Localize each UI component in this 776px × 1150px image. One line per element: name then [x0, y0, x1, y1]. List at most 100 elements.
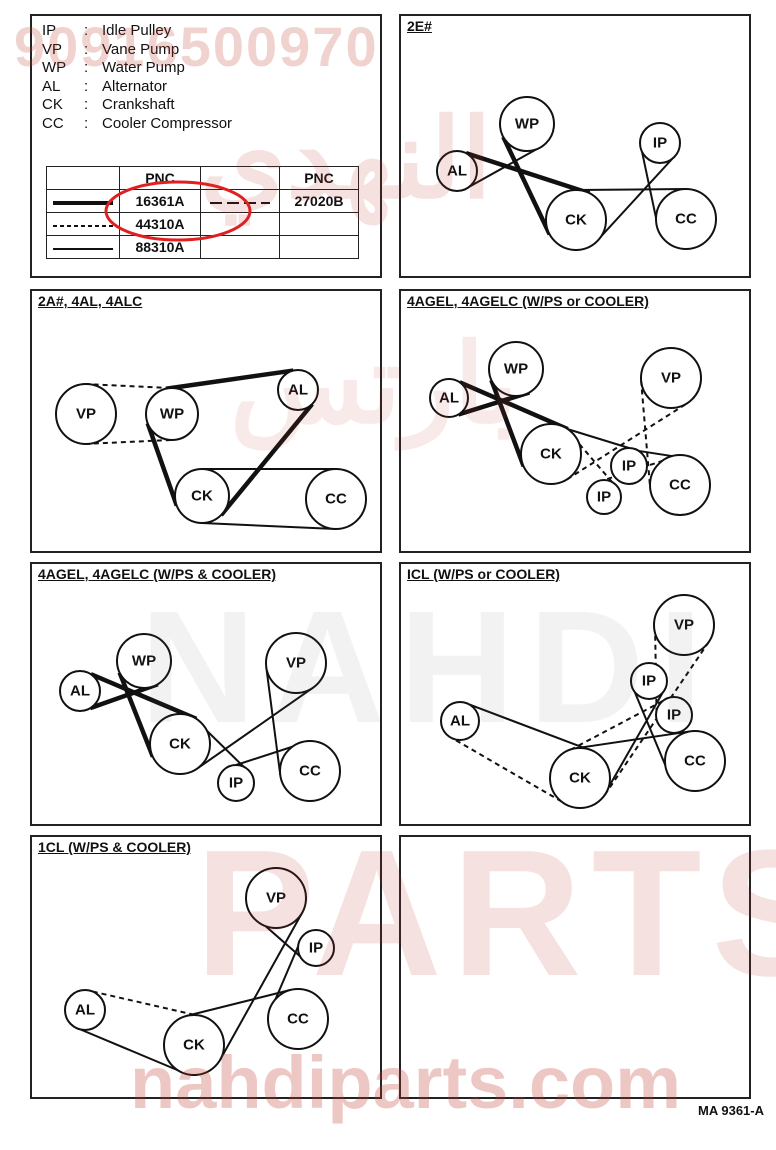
pulley-al: AL: [64, 989, 106, 1031]
svg-text:WP: WP: [504, 361, 528, 378]
pulley-ck: CK: [163, 1014, 225, 1076]
legend-code: AL: [42, 77, 61, 95]
svg-text:IP: IP: [653, 135, 667, 152]
belt-diagram: WP AL CK IP CC: [436, 96, 717, 251]
legend-separator: :: [84, 77, 89, 95]
svg-text:AL: AL: [450, 713, 470, 730]
belt-segment: [575, 730, 691, 750]
pulley-cc: CC: [664, 730, 726, 792]
panel-empty: [399, 835, 751, 1099]
belt-segment: [575, 188, 686, 192]
pulley-cc: CC: [305, 468, 367, 530]
svg-text:AL: AL: [447, 163, 467, 180]
belt-segment: [560, 700, 663, 756]
pulley-wp: WP: [145, 387, 199, 441]
pulley-vp: VP: [55, 383, 117, 445]
belt-segment: [196, 686, 314, 770]
pulley-ip: IP: [610, 447, 648, 485]
pulley-al: AL: [429, 378, 469, 418]
legend-name: Alternator: [102, 77, 168, 95]
pulley-al: AL: [440, 701, 480, 741]
svg-text:IP: IP: [622, 458, 636, 475]
legend-name: Idle Pulley: [102, 22, 172, 39]
legend-code: IP: [42, 22, 57, 39]
panel-title: 2E#: [407, 18, 432, 34]
pulley-wp: WP: [116, 633, 172, 689]
svg-text:AL: AL: [75, 1002, 95, 1019]
svg-text:AL: AL: [288, 382, 308, 399]
svg-text:WP: WP: [132, 653, 156, 670]
pnc-header-right: PNC: [279, 166, 359, 190]
panel-2e: 2E# WP AL CK IP CC: [399, 14, 751, 278]
pulley-vp: VP: [265, 632, 327, 694]
pulley-cc: CC: [279, 740, 341, 802]
belt-diagram: VP WP AL CK CC: [55, 368, 367, 530]
belt-segment: [80, 1028, 188, 1076]
pnc-right-3: [279, 235, 359, 259]
svg-text:AL: AL: [70, 683, 90, 700]
svg-text:CK: CK: [183, 1037, 205, 1054]
pnc-right-2: [279, 212, 359, 236]
svg-text:VP: VP: [661, 370, 681, 387]
legend-name: Cooler Compressor: [102, 114, 233, 132]
belt-segment: [469, 703, 596, 753]
pnc-line-solid: [46, 235, 120, 259]
svg-text:VP: VP: [286, 655, 306, 672]
legend-name: Crankshaft: [102, 96, 175, 113]
belt-segment: [566, 402, 688, 481]
pulley-ck: CK: [174, 468, 230, 524]
svg-text:CC: CC: [299, 763, 321, 780]
pulley-al: AL: [436, 150, 478, 192]
svg-text:CK: CK: [569, 770, 591, 787]
legend-code: CC: [42, 114, 64, 132]
pnc-left-1: 16361A: [119, 189, 201, 213]
pulley-ip: IP: [586, 479, 622, 515]
belt-segment: [219, 402, 314, 517]
legend-separator: :: [84, 114, 89, 132]
svg-text:IP: IP: [229, 775, 243, 792]
legend-code: CK: [42, 96, 63, 113]
pulley-ip: IP: [297, 929, 335, 967]
panel-title: 4AGEL, 4AGELC (W/PS or COOLER): [407, 293, 649, 309]
belt-segment: [219, 912, 304, 1061]
pulley-wp: WP: [499, 96, 555, 152]
panel-title: 1CL (W/PS & COOLER): [38, 839, 191, 855]
legend-name: Water Pump: [102, 59, 185, 76]
belt-segment: [186, 988, 291, 1017]
pulley-al: AL: [59, 670, 101, 712]
pulley-ip: IP: [630, 662, 668, 700]
legend-name: Vane Pump: [102, 40, 180, 58]
pnc-empty-2: [200, 235, 280, 259]
belt-segment: [165, 368, 294, 391]
pnc-line-dashed-long: [200, 189, 280, 213]
svg-text:IP: IP: [667, 707, 681, 724]
legend-separator: :: [84, 96, 89, 113]
legend-separator: :: [84, 22, 89, 39]
svg-text:CK: CK: [191, 488, 213, 505]
belt-segment: [201, 522, 337, 530]
svg-text:IP: IP: [597, 489, 611, 506]
legend-code: WP: [42, 59, 67, 76]
svg-text:IP: IP: [642, 673, 656, 690]
belt-diagram: AL WP CK VP CC IP: [59, 632, 341, 802]
svg-text:CK: CK: [540, 446, 562, 463]
pulley-cc: CC: [267, 988, 329, 1050]
legend-separator: :: [84, 59, 89, 76]
pulley-vp: VP: [245, 867, 307, 929]
belt-segment: [564, 426, 613, 483]
pulley-ck: CK: [520, 423, 582, 485]
pulley-ck: CK: [545, 189, 607, 251]
pulley-vp: VP: [640, 347, 702, 409]
pulley-cc: CC: [655, 188, 717, 250]
belt-segment: [265, 666, 282, 775]
pulley-ck: CK: [149, 713, 211, 775]
belt-segment: [145, 422, 179, 507]
svg-text:IP: IP: [309, 940, 323, 957]
pulley-wp: WP: [488, 341, 544, 397]
pulley-al: AL: [277, 369, 319, 411]
